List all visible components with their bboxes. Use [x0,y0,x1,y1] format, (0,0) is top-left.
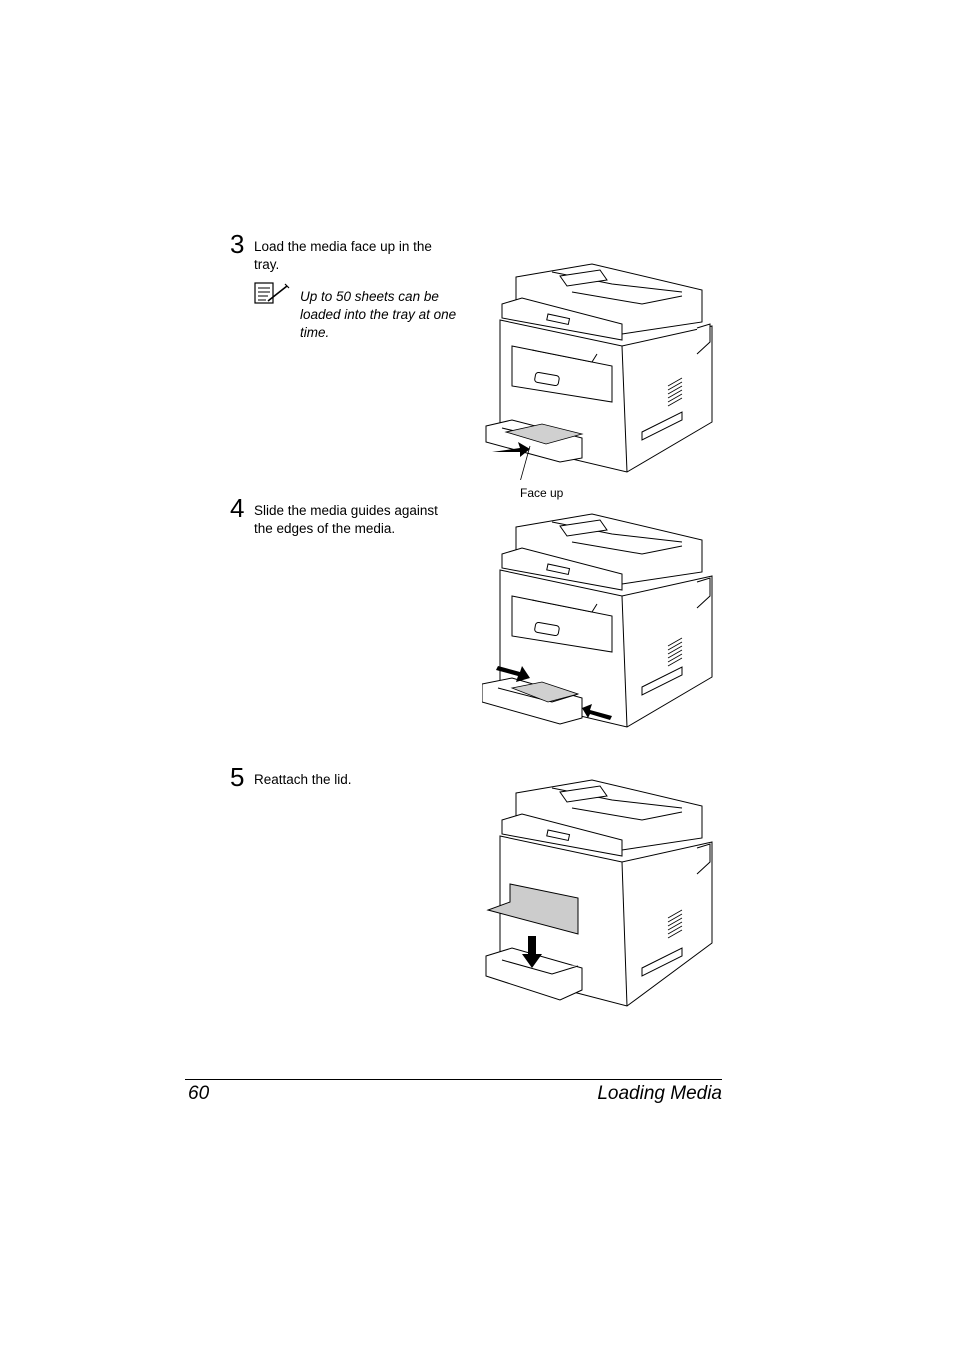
printer-figure-media-guides [482,513,713,728]
step-5-number: 5 [230,762,245,792]
step-5-text: Reattach the lid. [254,772,352,787]
step-3-text: Load the media face up in the tray. [254,239,432,272]
step-4-number: 4 [230,493,245,523]
note-text: Up to 50 sheets can be loaded into the t… [300,289,457,340]
section-title: Loading Media [597,1083,722,1104]
footer-rule [185,1079,722,1080]
step-4-text: Slide the media guides against the edges… [254,503,438,536]
face-up-callout: Face up [520,486,564,500]
printer-figure-reattach-lid [485,779,713,1007]
page-number: 60 [188,1083,210,1104]
step-3-number: 3 [230,229,245,259]
note-pad-icon [254,282,290,304]
printer-figure-load-media [485,263,713,480]
